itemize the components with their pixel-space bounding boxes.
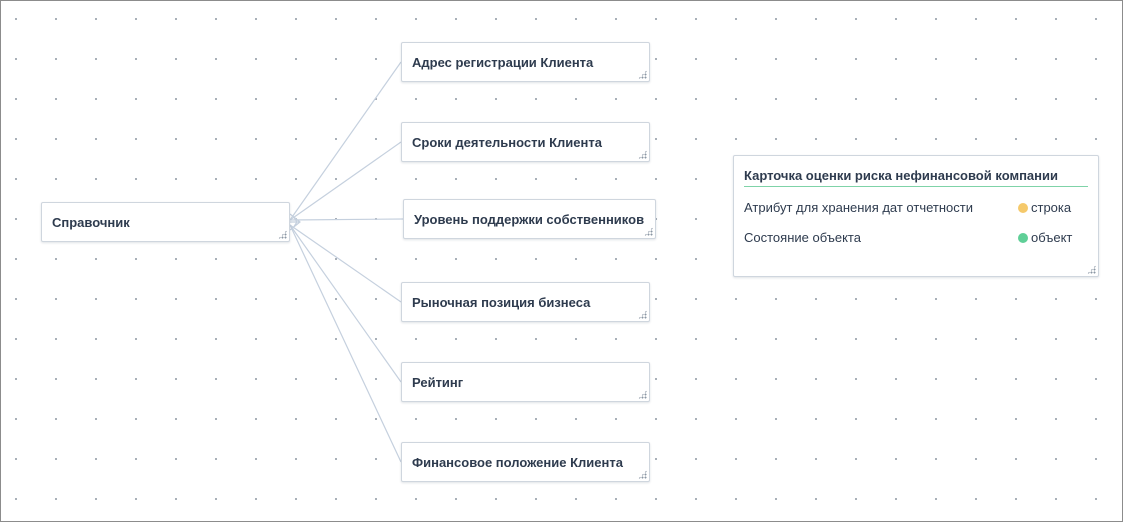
node-target-1[interactable]: Адрес регистрации Клиента: [401, 42, 650, 82]
attribute-name: Атрибут для хранения дат отчетности: [744, 200, 973, 215]
node-target-5[interactable]: Рейтинг: [401, 362, 650, 402]
node-target-2[interactable]: Сроки деятельности Клиента: [401, 122, 650, 162]
resize-handle-icon[interactable]: [638, 150, 647, 159]
node-label: Рейтинг: [412, 374, 464, 390]
entity-card[interactable]: Карточка оценки риска нефинансовой компа…: [733, 155, 1099, 277]
attribute-row[interactable]: Состояние объекта объект: [744, 230, 1086, 248]
attribute-type: объект: [1018, 230, 1072, 245]
attribute-type: строка: [1018, 200, 1071, 215]
resize-handle-icon[interactable]: [638, 310, 647, 319]
type-string-dot-icon: [1018, 202, 1028, 213]
node-label: Сроки деятельности Клиента: [412, 134, 602, 150]
node-spravochnik[interactable]: Справочник: [41, 202, 290, 242]
node-label: Уровень поддержки собственников: [414, 211, 645, 227]
attribute-name: Состояние объекта: [744, 230, 861, 245]
node-target-4[interactable]: Рыночная позиция бизнеса: [401, 282, 650, 322]
resize-handle-icon[interactable]: [278, 230, 287, 239]
attribute-type-label: строка: [1031, 200, 1072, 215]
resize-handle-icon[interactable]: [1087, 265, 1096, 274]
node-label: Адрес регистрации Клиента: [412, 54, 594, 70]
attribute-row[interactable]: Атрибут для хранения дат отчетности стро…: [744, 200, 1086, 218]
node-label: Справочник: [52, 214, 130, 230]
node-target-3[interactable]: Уровень поддержки собственников: [403, 199, 656, 239]
resize-handle-icon[interactable]: [638, 470, 647, 479]
resize-handle-icon[interactable]: [644, 227, 653, 236]
node-label: Рыночная позиция бизнеса: [412, 294, 591, 310]
entity-card-title: Карточка оценки риска нефинансовой компа…: [744, 168, 1088, 187]
node-label: Финансовое положение Клиента: [412, 454, 623, 470]
type-object-dot-icon: [1018, 232, 1028, 243]
node-target-6[interactable]: Финансовое положение Клиента: [401, 442, 650, 482]
attribute-type-label: объект: [1031, 230, 1073, 245]
resize-handle-icon[interactable]: [638, 390, 647, 399]
resize-handle-icon[interactable]: [638, 70, 647, 79]
